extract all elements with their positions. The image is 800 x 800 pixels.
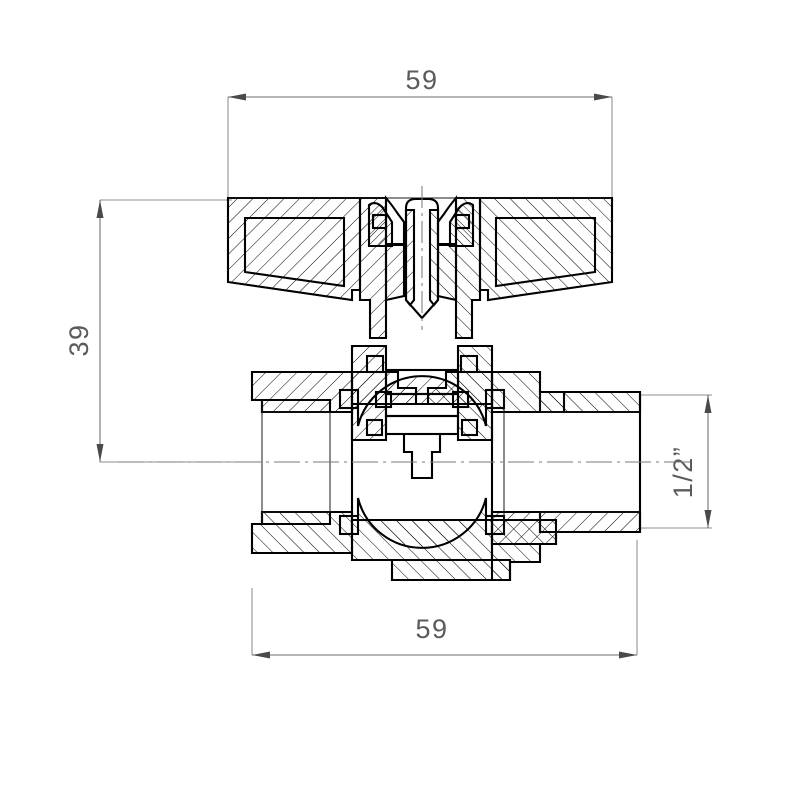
arrowhead-bottom	[96, 444, 104, 462]
handle-right-boss	[448, 202, 475, 248]
seat-left-lower	[338, 514, 360, 536]
handle-right-boss-pin	[454, 213, 471, 230]
arrowhead-top	[704, 395, 712, 413]
dimension-right-size: 1/2”	[640, 394, 712, 529]
arrowhead-bottom	[704, 510, 712, 528]
arrowhead-left	[252, 651, 270, 659]
seat-left-upper	[338, 388, 360, 410]
dimension-bottom-width: 59	[251, 540, 638, 659]
arrowhead-right	[594, 93, 612, 101]
body-inlet-wall-lower	[250, 510, 354, 555]
valve-ball-lower	[356, 497, 488, 549]
stem-oring-right-lower	[460, 418, 479, 437]
handle-left-boss	[367, 202, 394, 248]
valve-ball-upper	[356, 375, 488, 427]
handle-left-wing-cavity	[243, 216, 346, 288]
handle-hub-right-shoulder	[436, 243, 458, 302]
stem-hatch-right	[428, 208, 440, 307]
stem-hatch-left	[404, 208, 416, 307]
dimension-label-bottom: 59	[415, 614, 448, 644]
arrowhead-right	[619, 651, 637, 659]
arrowhead-left	[228, 93, 246, 101]
stem-collar-base	[384, 414, 460, 436]
stem-oring-left-lower	[365, 418, 384, 437]
body-outlet-spigot-lower	[538, 510, 642, 534]
handle-right-wing-cavity	[494, 216, 597, 288]
stem-drive-tang	[402, 432, 442, 480]
dimension-label-right: 1/2”	[668, 446, 698, 499]
dimension-label-left: 39	[64, 323, 94, 356]
handle-hub-left-shoulder	[384, 243, 406, 302]
dimension-top-width: 59	[227, 65, 613, 205]
handle-left-boss-pin	[371, 213, 388, 230]
butterfly-handle	[226, 195, 614, 340]
stem-shank	[404, 197, 440, 320]
body-outlet-spigot-upper	[538, 390, 642, 414]
body-inlet-wall-upper	[250, 370, 354, 414]
dimension-label-top: 59	[405, 65, 438, 95]
handle-left-fillet	[384, 195, 406, 246]
arrowhead-top	[96, 200, 104, 218]
